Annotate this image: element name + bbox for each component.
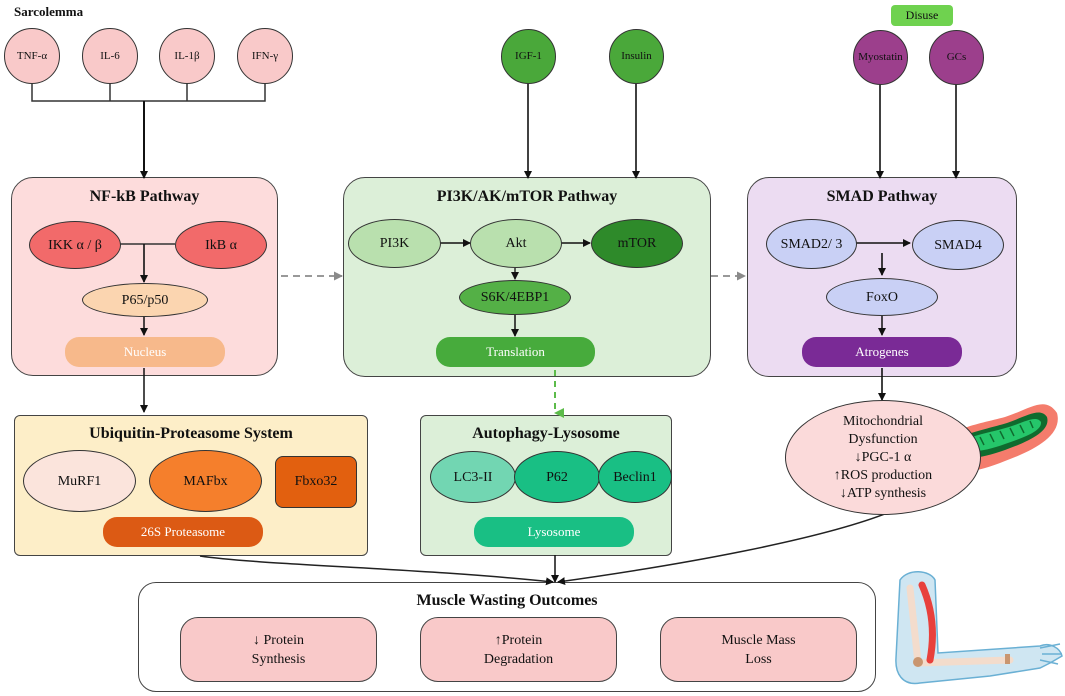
atrophy-node-gcs[interactable]: GCs <box>929 30 984 85</box>
node-pi3k[interactable]: PI3K <box>348 219 441 268</box>
mito-line: ↑ROS production <box>833 467 933 483</box>
translation-bar[interactable]: Translation <box>436 337 595 367</box>
node-murf1[interactable]: MuRF1 <box>23 450 136 512</box>
node-p62[interactable]: P62 <box>514 451 600 503</box>
nucleus-bar[interactable]: Nucleus <box>65 337 225 367</box>
autophagy-panel-title: Autophagy-Lysosome <box>472 425 620 442</box>
atrophy-node-myostatin[interactable]: Myostatin <box>853 30 908 85</box>
mito-line: ↓PGC-1 α <box>854 449 912 465</box>
outcome-muscle-mass-loss[interactable]: Muscle Mass Loss <box>660 617 857 682</box>
node-smad2-3[interactable]: SMAD2/ 3 <box>766 219 857 269</box>
mito-line: Dysfunction <box>848 431 918 447</box>
node-smad4[interactable]: SMAD4 <box>912 220 1004 270</box>
mito-line: Mitochondrial <box>842 413 924 429</box>
cytokine-node-il6[interactable]: IL-6 <box>82 28 138 84</box>
growth-node-igf1[interactable]: IGF-1 <box>501 29 556 84</box>
node-akt[interactable]: Akt <box>470 219 562 268</box>
node-mtor[interactable]: mTOR <box>591 219 683 268</box>
nfkb-panel-title: NF-kB Pathway <box>89 188 200 205</box>
pi3k-panel-title: PI3K/AK/mTOR Pathway <box>436 188 618 205</box>
arm-muscle-icon <box>895 571 1063 685</box>
outcome-protein-synthesis[interactable]: ↓ Protein Synthesis <box>180 617 377 682</box>
sarcolemma-label: Sarcolemma <box>14 4 84 19</box>
node-ikb[interactable]: IkB α <box>175 221 267 269</box>
mito-line: ↓ATP synthesis <box>839 485 927 501</box>
node-foxo[interactable]: FoxO <box>826 278 938 316</box>
cytokine-node-il1b[interactable]: IL-1β <box>159 28 215 84</box>
proteasome-bar[interactable]: 26S Proteasome <box>103 517 263 547</box>
outcome-protein-degradation[interactable]: ↑Protein Degradation <box>420 617 617 682</box>
cytokine-node-ifng[interactable]: IFN-γ <box>237 28 293 84</box>
growth-node-insulin[interactable]: Insulin <box>609 29 664 84</box>
node-s6k-4ebp1[interactable]: S6K/4EBP1 <box>459 280 571 315</box>
mitochondrial-dysfunction-node[interactable]: Mitochondrial Dysfunction ↓PGC-1 α ↑ROS … <box>785 400 981 515</box>
node-lc3[interactable]: LC3-II <box>430 451 516 503</box>
node-p65-p50[interactable]: P65/p50 <box>82 283 208 317</box>
atrogenes-bar[interactable]: Atrogenes <box>802 337 962 367</box>
cytokine-node-tnf[interactable]: TNF-α <box>4 28 60 84</box>
node-beclin1[interactable]: Beclin1 <box>598 451 672 503</box>
node-ikk[interactable]: IKK α / β <box>29 221 121 269</box>
node-mafbx[interactable]: MAFbx <box>149 450 262 512</box>
ups-panel-title: Ubiquitin-Proteasome System <box>89 425 293 442</box>
disuse-tag: Disuse <box>891 5 953 26</box>
node-fbxo32[interactable]: Fbxo32 <box>275 456 357 508</box>
lysosome-bar[interactable]: Lysosome <box>474 517 634 547</box>
smad-panel-title: SMAD Pathway <box>826 188 938 205</box>
outcomes-panel-title: Muscle Wasting Outcomes <box>416 592 598 609</box>
